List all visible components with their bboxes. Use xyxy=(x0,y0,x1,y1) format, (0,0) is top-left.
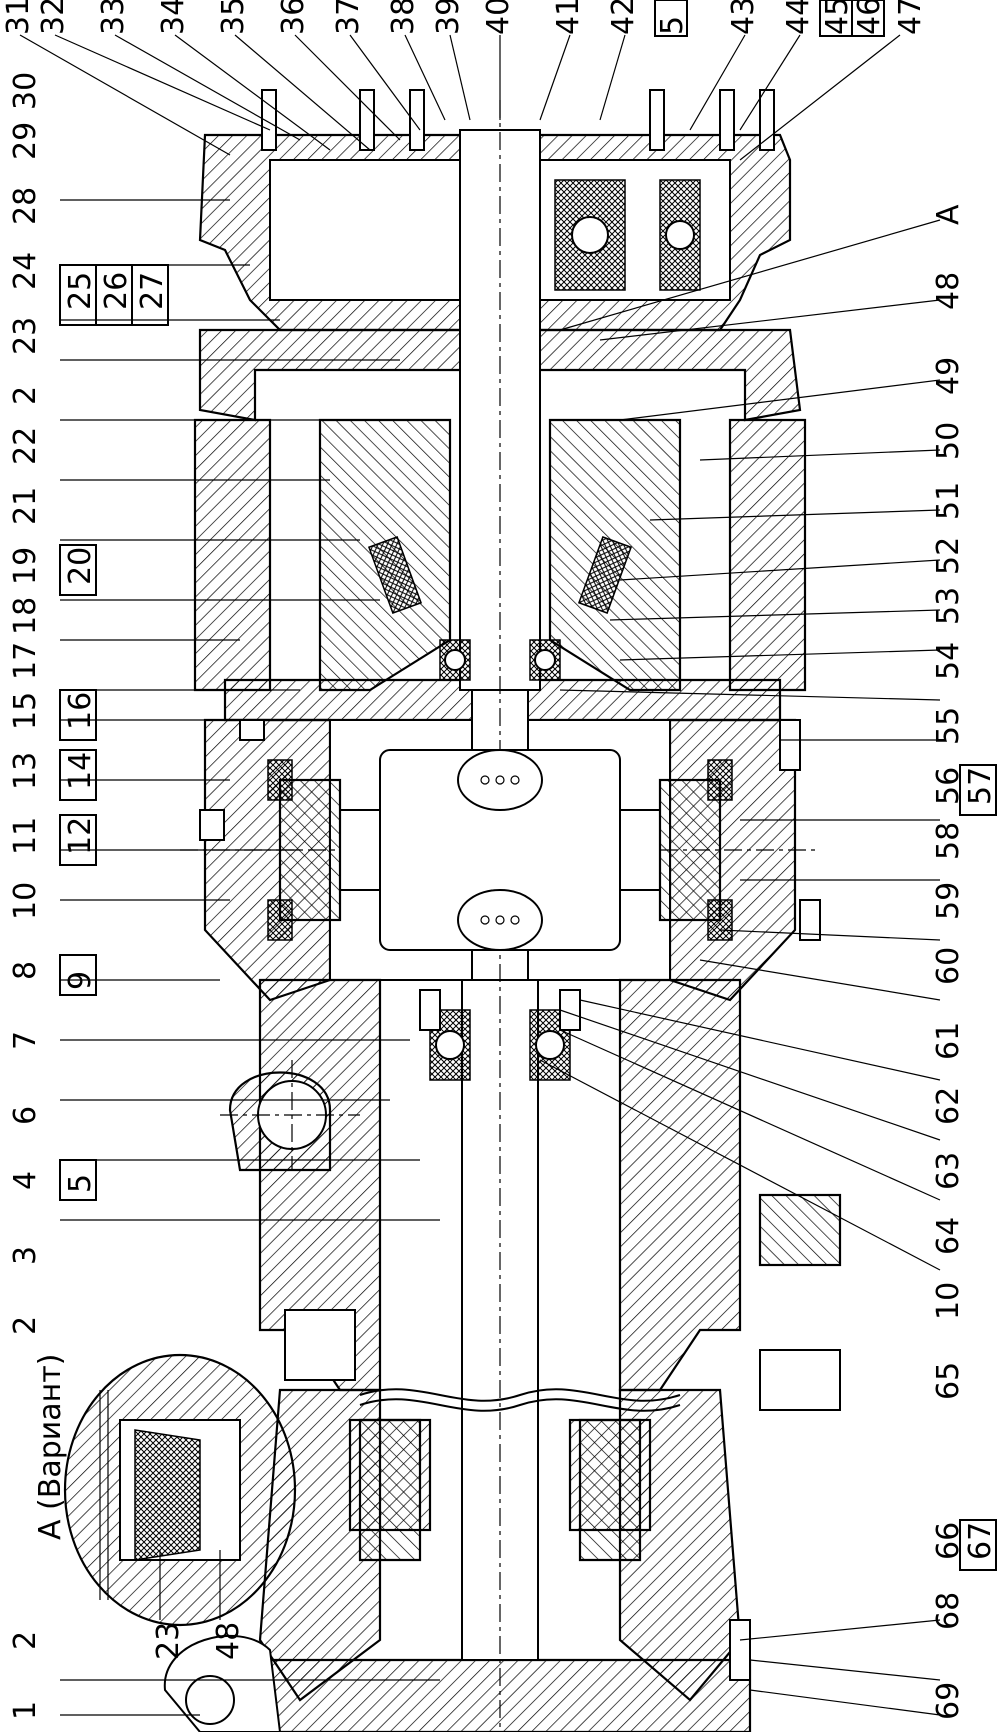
callout-7: 7 xyxy=(8,1031,43,1050)
callout-58: 58 xyxy=(931,822,966,860)
callout-24: 24 xyxy=(8,252,43,290)
detail-a-title: A (Вариант) xyxy=(33,1354,68,1540)
detail-a-labels: A (Вариант) 23 48 xyxy=(33,1354,246,1660)
leader-lines xyxy=(19,34,941,1716)
callout-59: 59 xyxy=(931,882,966,920)
callout-18: 18 xyxy=(8,597,43,635)
callout-6: 6 xyxy=(8,1106,43,1125)
brackets xyxy=(284,1193,842,1532)
callout-a: A xyxy=(931,204,966,225)
callout-26: 26 xyxy=(99,272,134,310)
callout-65: 65 xyxy=(931,1362,966,1400)
callouts-left: 30 29 28 24 25 26 27 23 2 22 21 19 20 18… xyxy=(8,72,170,1720)
detail-label-48: 48 xyxy=(211,1622,246,1660)
cardan-cross xyxy=(267,749,733,951)
detail-label-23: 23 xyxy=(151,1622,186,1660)
bearings xyxy=(367,179,701,1081)
break-line xyxy=(359,1388,681,1402)
callout-14: 14 xyxy=(63,752,98,790)
callout-20: 20 xyxy=(63,547,98,585)
callout-29: 29 xyxy=(8,122,43,160)
callout-38: 38 xyxy=(386,0,421,35)
callout-12: 12 xyxy=(63,817,98,855)
callout-5-left: 5 xyxy=(63,1174,98,1193)
callout-68: 68 xyxy=(931,1592,966,1630)
bolts xyxy=(199,89,821,1681)
callout-64: 64 xyxy=(931,1217,966,1255)
callout-54: 54 xyxy=(931,642,966,680)
callout-21: 21 xyxy=(8,487,43,525)
callout-47: 47 xyxy=(893,0,928,35)
callout-40: 40 xyxy=(481,0,516,35)
callout-51: 51 xyxy=(931,482,966,520)
callout-10-left: 10 xyxy=(8,882,43,920)
callout-9: 9 xyxy=(63,971,98,990)
callout-5-top: 5 xyxy=(655,16,690,35)
callout-2-a: 2 xyxy=(8,386,43,405)
callout-31: 31 xyxy=(1,0,36,35)
callout-67: 67 xyxy=(963,1522,998,1560)
callout-23: 23 xyxy=(8,317,43,355)
callout-2-c: 2 xyxy=(8,1631,43,1650)
callout-1: 1 xyxy=(8,1701,43,1720)
detail-a-view xyxy=(63,1353,297,1627)
callouts-top: 31 32 33 34 35 36 37 38 39 40 41 42 5 43… xyxy=(1,0,928,37)
lug-eye xyxy=(163,1060,360,1732)
callout-60: 60 xyxy=(931,947,966,985)
callout-61: 61 xyxy=(931,1022,966,1060)
callout-15: 15 xyxy=(8,692,43,730)
callout-46: 46 xyxy=(852,0,887,35)
callout-34: 34 xyxy=(156,0,191,35)
callout-43: 43 xyxy=(726,0,761,35)
callout-44: 44 xyxy=(781,0,816,35)
callouts-right: A 48 49 50 51 52 53 54 55 56 57 58 59 60… xyxy=(931,204,998,1720)
callout-63: 63 xyxy=(931,1152,966,1190)
callout-53: 53 xyxy=(931,587,966,625)
callout-13: 13 xyxy=(8,752,43,790)
callout-42: 42 xyxy=(606,0,641,35)
callout-25: 25 xyxy=(63,272,98,310)
callout-39: 39 xyxy=(431,0,466,35)
callout-37: 37 xyxy=(331,0,366,35)
callout-16: 16 xyxy=(63,692,98,730)
callout-30: 30 xyxy=(8,72,43,110)
callout-55: 55 xyxy=(931,707,966,745)
callout-27: 27 xyxy=(135,272,170,310)
callout-8: 8 xyxy=(8,961,43,980)
callout-57: 57 xyxy=(963,767,998,805)
callout-10-right: 10 xyxy=(931,1282,966,1320)
callout-36: 36 xyxy=(276,0,311,35)
callout-69: 69 xyxy=(931,1682,966,1720)
callout-33: 33 xyxy=(96,0,131,35)
callout-11: 11 xyxy=(8,817,43,855)
callout-62: 62 xyxy=(931,1087,966,1125)
callout-50: 50 xyxy=(931,422,966,460)
callout-28: 28 xyxy=(8,187,43,225)
callout-41: 41 xyxy=(551,0,586,35)
callout-49: 49 xyxy=(931,357,966,395)
callout-52: 52 xyxy=(931,537,966,575)
callout-45: 45 xyxy=(820,0,855,35)
callout-19: 19 xyxy=(8,547,43,585)
callout-48: 48 xyxy=(931,272,966,310)
callout-22: 22 xyxy=(8,427,43,465)
callout-2-b: 2 xyxy=(8,1316,43,1335)
callout-17: 17 xyxy=(8,642,43,680)
callout-4: 4 xyxy=(8,1171,43,1190)
callout-3: 3 xyxy=(8,1246,43,1265)
callout-32: 32 xyxy=(36,0,71,35)
callout-35: 35 xyxy=(216,0,251,35)
